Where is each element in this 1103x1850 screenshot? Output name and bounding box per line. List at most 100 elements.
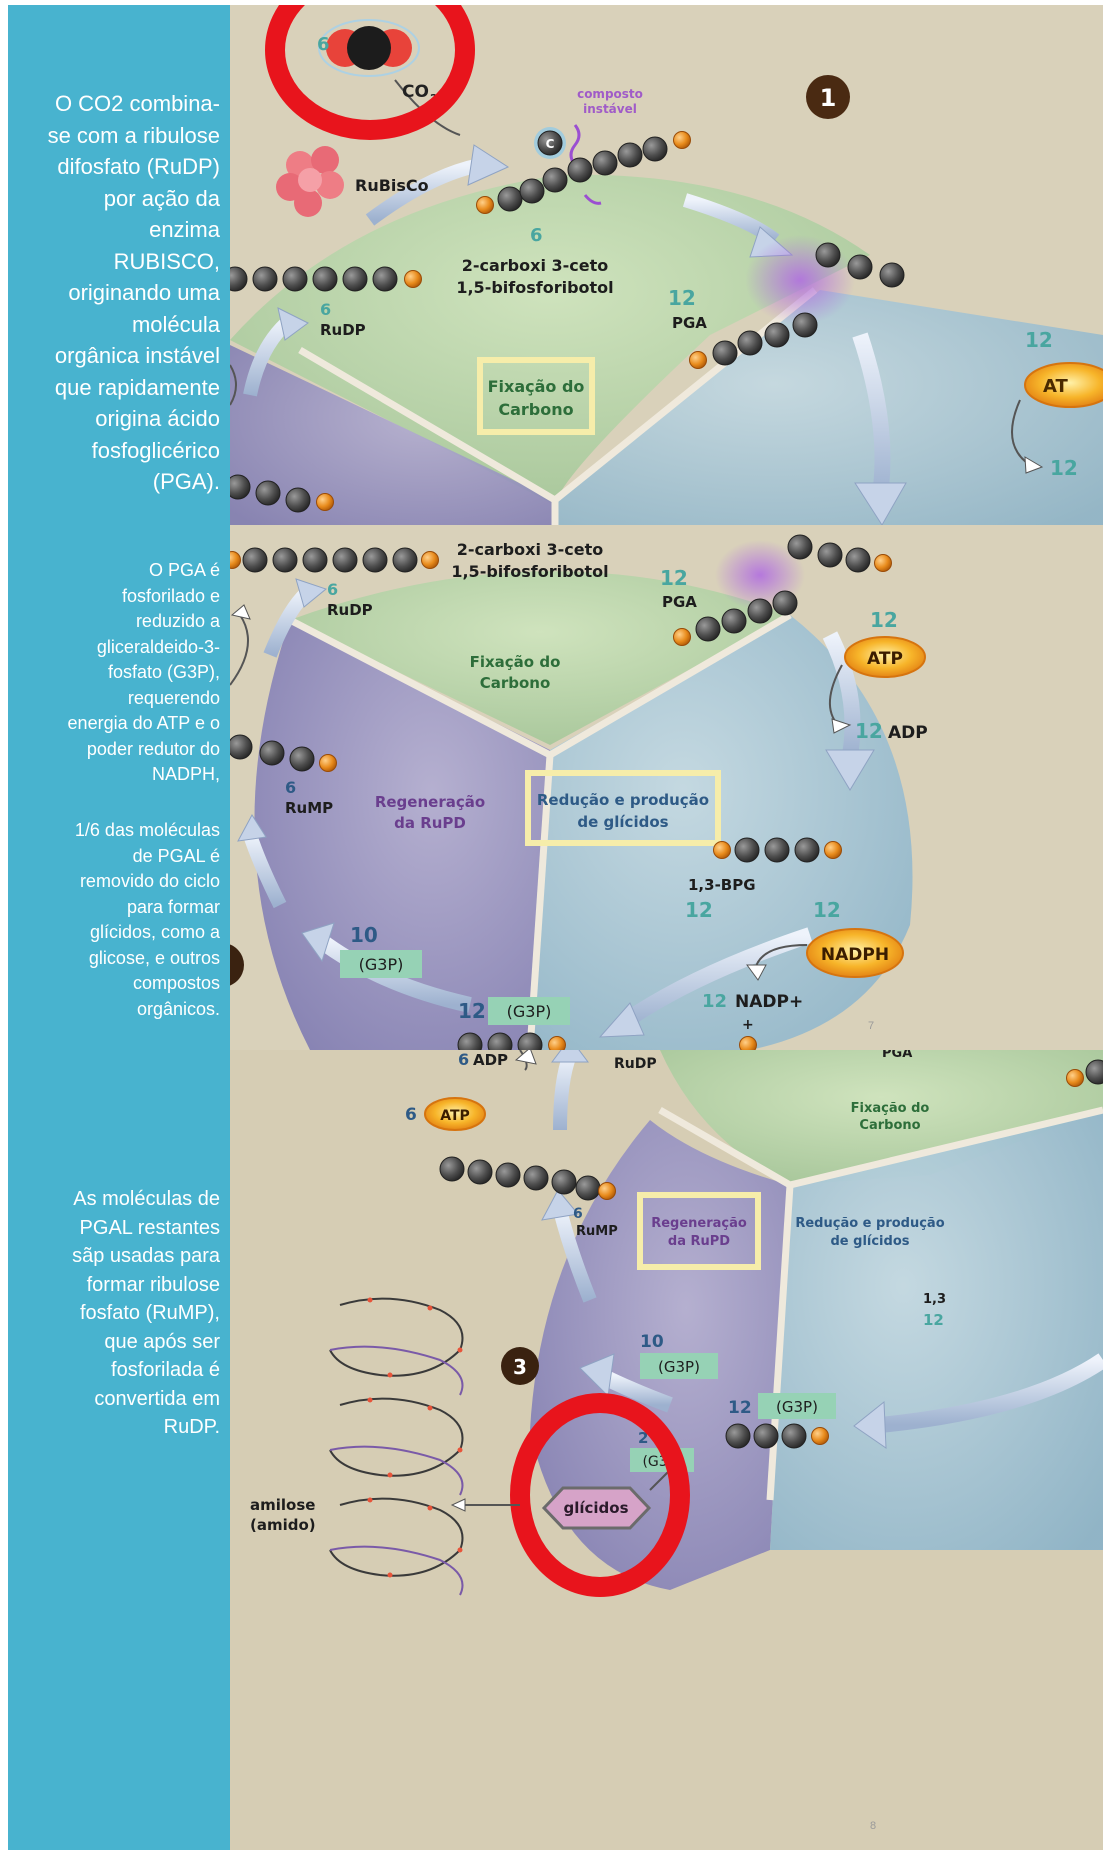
g3p10-count: 10 xyxy=(640,1332,664,1352)
panel-carbon-fixation: O CO2 combina- se com a ribulose difosfa… xyxy=(8,5,1103,525)
arrow-up-left xyxy=(243,832,287,909)
panel-reduction: O PGA é fosforilado e reduzido a glicera… xyxy=(8,525,1103,1050)
g3p12-box xyxy=(758,1393,836,1419)
step-badge-3 xyxy=(230,944,244,986)
arrow-to-intermediate xyxy=(365,158,482,226)
regeneration-label-2: da RuPD xyxy=(668,1234,730,1249)
g3p12-count: 12 xyxy=(458,999,486,1023)
step-badge-1-number: 1 xyxy=(820,84,837,112)
co2-label: CO xyxy=(402,82,429,102)
atp-label: ATP xyxy=(440,1108,470,1124)
right-count: 12 xyxy=(1050,456,1078,480)
adp-label: ADP xyxy=(473,1051,508,1069)
panel2-description-1: O PGA é fosforilado e reduzido a glicera… xyxy=(67,560,220,784)
rudp-label: RuDP xyxy=(614,1056,657,1072)
nadph-icon xyxy=(806,928,904,978)
reduction-label-2: de glícidos xyxy=(830,1234,909,1249)
atp-label: ATP xyxy=(867,649,903,669)
co2-count: 6 xyxy=(317,34,330,55)
blue-region xyxy=(555,290,1103,525)
reduction-label-2: de glícidos xyxy=(577,813,668,831)
regeneration-box xyxy=(637,1192,761,1270)
intermediate-count: 6 xyxy=(530,225,543,246)
highlight-circle xyxy=(510,1393,690,1597)
intermediate-name-2: 1,5-bifosforibotol xyxy=(451,562,608,581)
edge-label-1: 1,3 xyxy=(923,1292,946,1307)
nadp-count: 12 xyxy=(702,991,727,1012)
highlight-circle xyxy=(265,5,475,140)
blue-region xyxy=(770,1110,1103,1550)
glucide-hexagon-icon xyxy=(541,1486,652,1530)
fixation-label-1: Fixação do xyxy=(470,653,561,671)
atp-label: AT xyxy=(1043,376,1069,397)
g3p10-count: 10 xyxy=(350,923,378,947)
amylose-helix-icon xyxy=(329,1297,464,1596)
atp-icon xyxy=(424,1097,486,1131)
fixation-box xyxy=(477,357,595,435)
plus-sign: + xyxy=(742,1017,754,1033)
fixation-label-2: Carbono xyxy=(859,1118,920,1133)
atp-count: 6 xyxy=(405,1105,417,1125)
green-region xyxy=(290,571,790,745)
sidebar: O CO2 combina- se com a ribulose difosfa… xyxy=(8,5,230,525)
atp-count: 12 xyxy=(1025,328,1053,352)
edge-label-2: 12 xyxy=(923,1311,944,1329)
rudp-count: 6 xyxy=(320,300,331,319)
rudp-chain xyxy=(230,266,422,292)
g3p12-label: (G3P) xyxy=(776,1398,818,1416)
rubisco-enzyme-icon xyxy=(276,146,344,217)
rump-label: RuMP xyxy=(576,1224,618,1239)
g3p12-box xyxy=(488,997,570,1025)
fixation-label-1: Fixação do xyxy=(851,1101,930,1116)
panel-regeneration: As moléculas de PGAL restantes sãp usada… xyxy=(8,1050,1103,1850)
step-badge-3 xyxy=(501,1347,539,1385)
carbon-letter: C xyxy=(546,137,555,151)
arrow-left xyxy=(315,933,472,1013)
atp-count: 12 xyxy=(870,608,898,632)
amylose-label-1: amilose xyxy=(250,1496,315,1514)
g3p10-label: (G3P) xyxy=(359,955,404,974)
fixation-label-2: Carbono xyxy=(480,674,551,692)
amylose-label-2: (amido) xyxy=(250,1516,316,1534)
arrow-down xyxy=(852,332,891,497)
g3p12-count: 12 xyxy=(728,1398,752,1418)
nadp-label: NADP+ xyxy=(735,992,803,1012)
pga-count: 12 xyxy=(660,566,688,590)
panel2-description-2: 1/6 das moléculas de PGAL é removido do … xyxy=(74,820,220,1019)
green-region xyxy=(230,174,870,505)
glucide-label: glícidos xyxy=(563,1499,628,1517)
diagram-canvas: 6 RuDP 2-carboxi 3-ceto 1,5-bifosforibot… xyxy=(230,525,1103,1050)
intermediate-name-2: 1,5-bifosforibotol xyxy=(456,278,613,297)
fixation-label-1: Fixação do xyxy=(488,377,585,396)
unstable-compound-chain: C xyxy=(476,124,691,214)
intermediate-name-1: 2-carboxi 3-ceto xyxy=(457,540,604,559)
regeneration-label-1: Regeneração xyxy=(375,793,485,811)
page-number: 7 xyxy=(868,1020,875,1032)
calvin-cycle-diagram-2: 6 RuDP 2-carboxi 3-ceto 1,5-bifosforibot… xyxy=(230,525,1103,1050)
pga-chain-upper xyxy=(745,235,905,325)
adp-count: 12 xyxy=(855,719,883,743)
bpg-count: 12 xyxy=(685,898,713,922)
rudp-label: RuDP xyxy=(320,321,366,339)
g3p10-box xyxy=(340,950,422,978)
sidebar: As moléculas de PGAL restantes sãp usada… xyxy=(8,1050,230,1850)
step-badge-3-number: 3 xyxy=(513,1355,527,1379)
pga-count: 12 xyxy=(668,286,696,310)
intermediate-name-1: 2-carboxi 3-ceto xyxy=(462,256,609,275)
nadph-label: NADPH xyxy=(821,945,889,965)
nadph-count: 12 xyxy=(813,898,841,922)
rump-count: 6 xyxy=(573,1206,583,1222)
page-number: 8 xyxy=(870,1820,877,1832)
arrow-in-right xyxy=(879,1353,1103,1433)
bpg-label: 1,3-BPG xyxy=(688,876,756,894)
unstable-label-1: composto xyxy=(577,87,643,101)
g3p12-label: (G3P) xyxy=(507,1002,552,1021)
reduction-box xyxy=(525,770,721,846)
panel1-description: O CO2 combina- se com a ribulose difosfa… xyxy=(47,91,220,494)
adp-label: ADP xyxy=(888,723,928,743)
pga-chain xyxy=(673,534,892,646)
sidebar: O PGA é fosforilado e reduzido a glicera… xyxy=(8,525,230,1050)
unstable-label-2: instável xyxy=(583,102,637,116)
diagram-canvas: 6 CO 2 RuBisCo composto instável C xyxy=(230,5,1103,525)
pga-label: PGA xyxy=(882,1050,912,1061)
